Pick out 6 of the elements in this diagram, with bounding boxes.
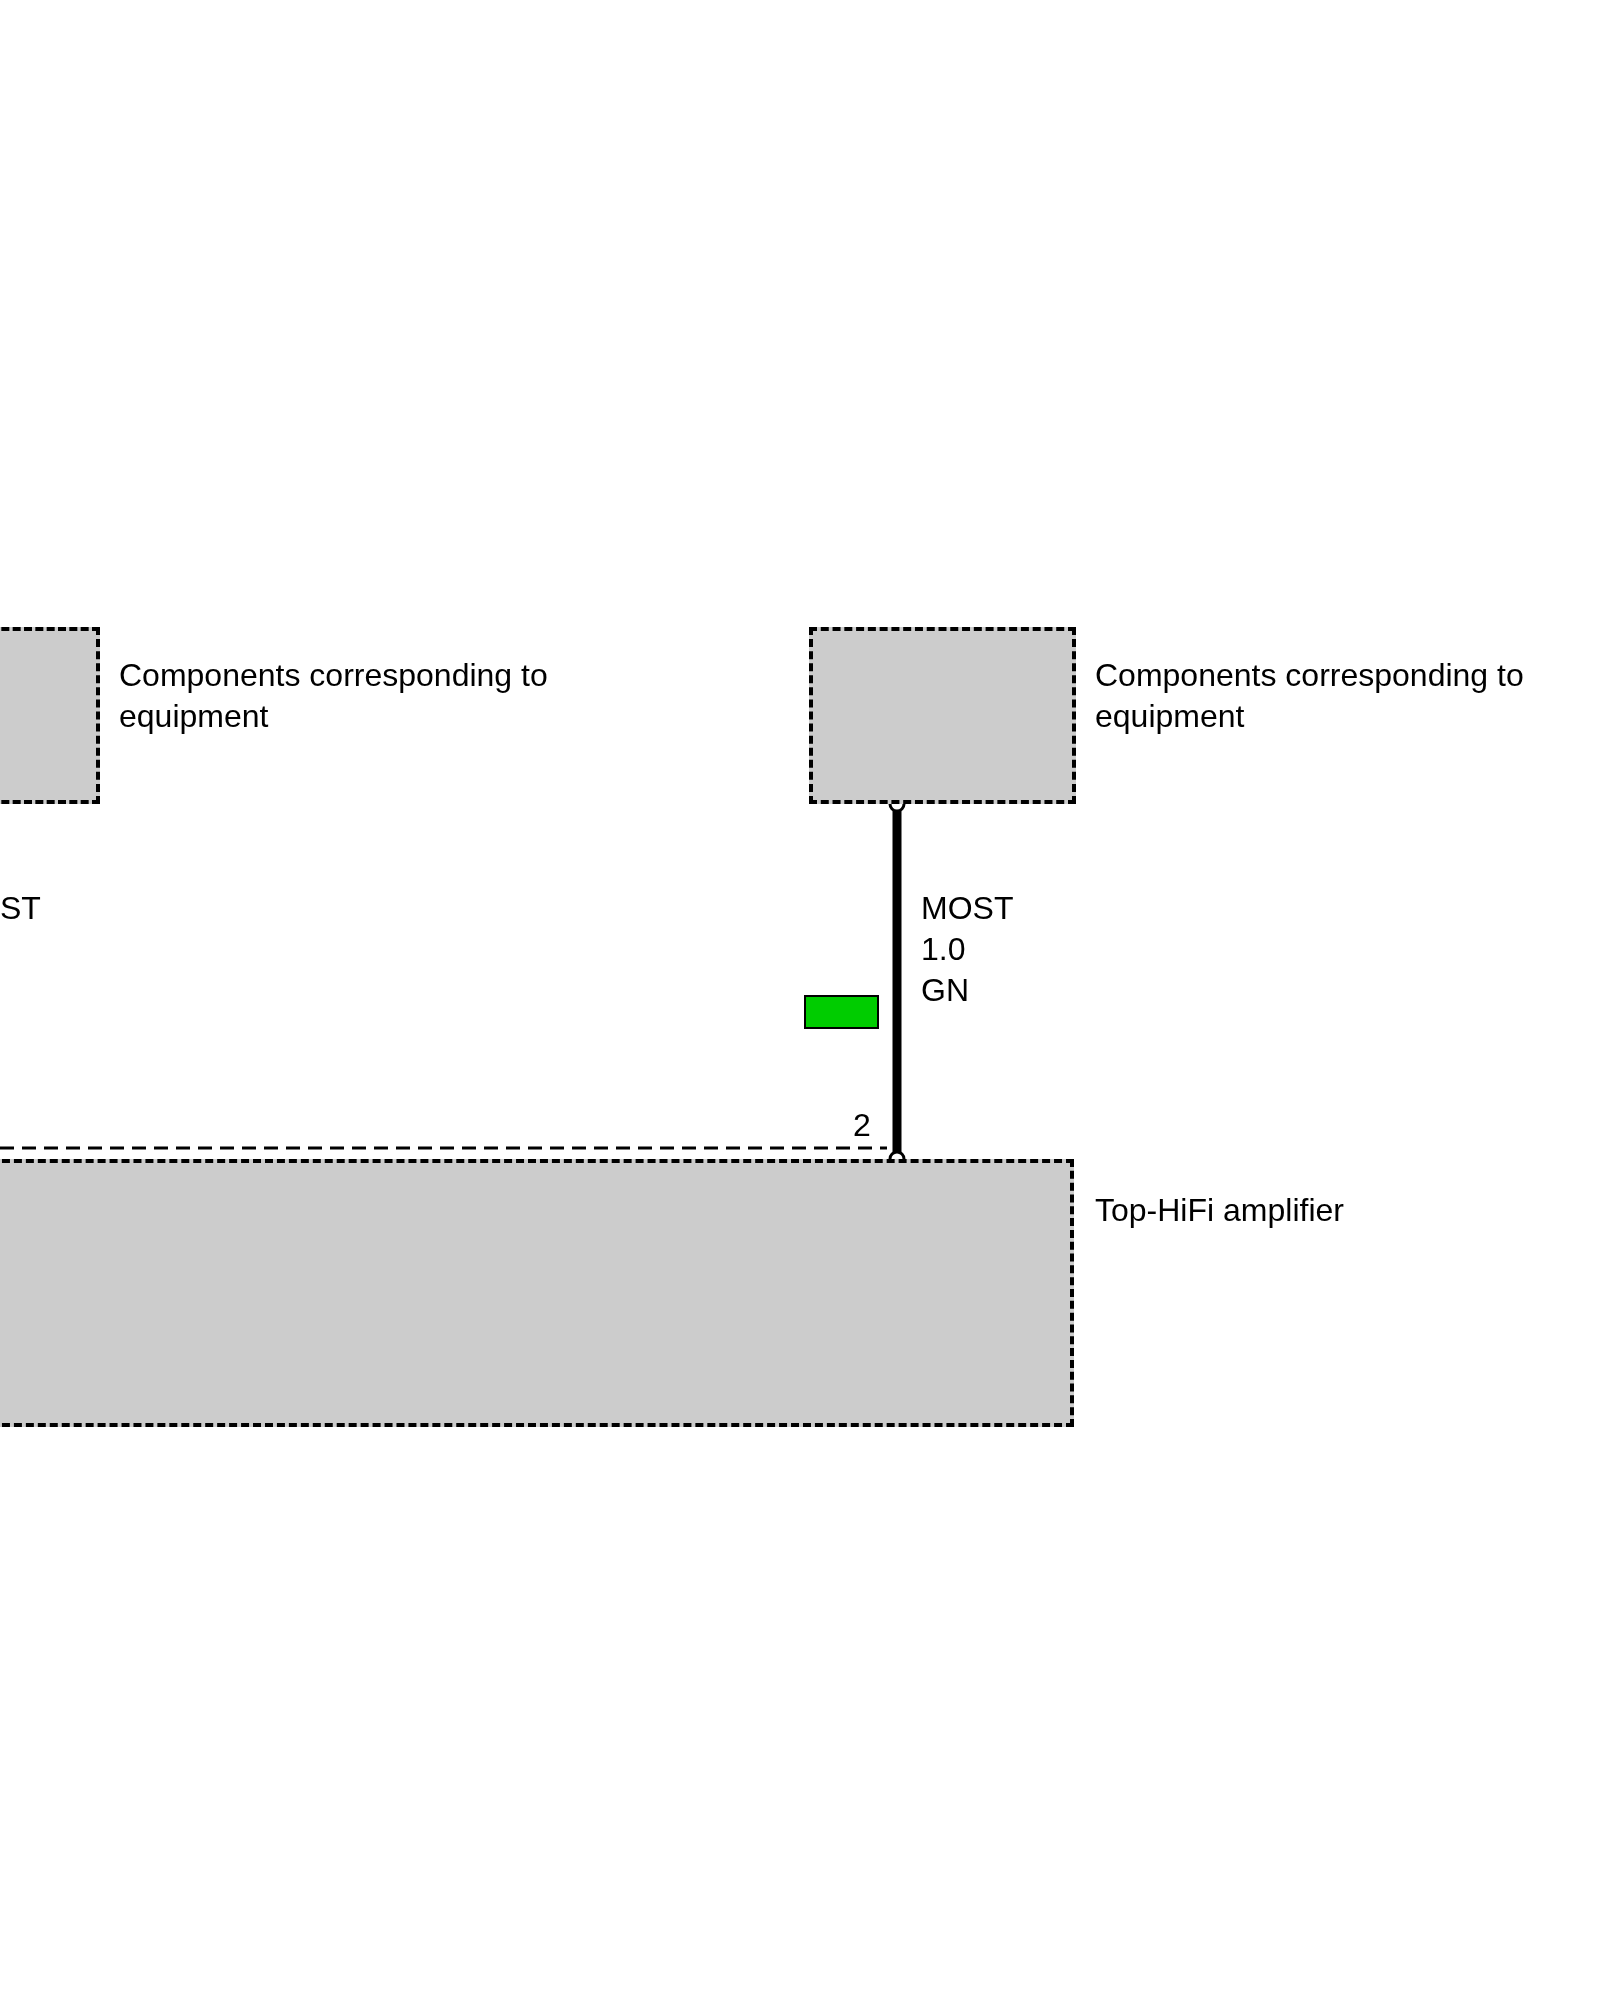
component-label: Top-HiFi amplifier bbox=[1095, 1191, 1345, 1230]
component-label: Components corresponding to equipment bbox=[1095, 656, 1525, 736]
pin-number: 2 bbox=[853, 1106, 871, 1145]
cut-off-label: ST bbox=[0, 889, 41, 928]
wire-label: MOST 1.0 GN bbox=[921, 889, 1011, 1010]
component-label: Components corresponding to equipment bbox=[119, 656, 549, 736]
